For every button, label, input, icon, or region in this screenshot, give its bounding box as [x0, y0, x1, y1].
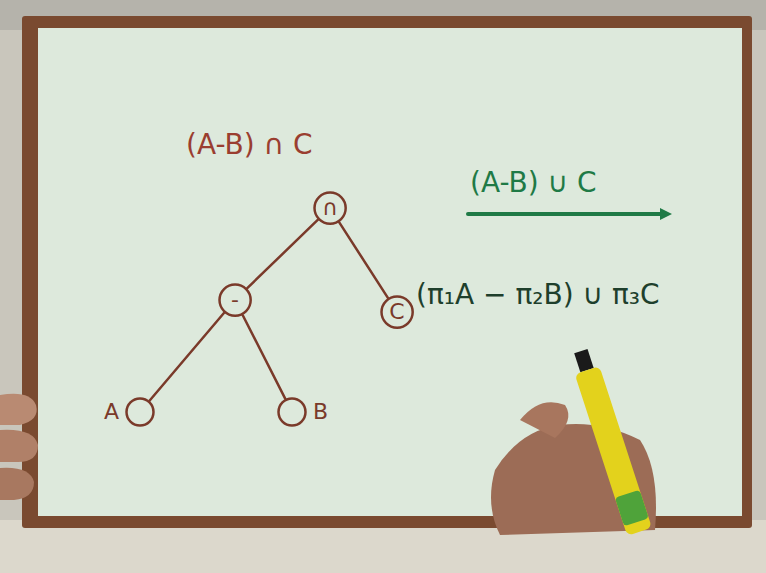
tree-node: C	[380, 295, 414, 329]
tree-branch	[339, 222, 387, 297]
node-outline	[314, 192, 345, 223]
node-label: B	[313, 400, 328, 424]
marker-body	[575, 366, 652, 536]
finger	[0, 468, 34, 500]
finger	[520, 402, 568, 438]
node-text-group: A	[104, 400, 119, 424]
tree-branch	[150, 313, 224, 401]
projection-expression: (π₁A − π₂B) ∪ π₃C	[416, 280, 660, 311]
node-text-group: ∩	[322, 196, 338, 220]
node-outline	[127, 399, 154, 426]
node-outline	[279, 399, 306, 426]
diagram-title: (A-B) ∩ C	[186, 130, 313, 161]
node-label: C	[389, 300, 404, 324]
marker-cap	[615, 490, 649, 527]
tree-node: B	[277, 397, 328, 427]
node-label: ∩	[322, 196, 338, 220]
arrow-head	[660, 208, 672, 220]
underline-arrow	[468, 212, 664, 216]
marker-tip	[574, 349, 593, 372]
tree-branch	[247, 220, 317, 288]
tree-node: A	[104, 397, 155, 427]
finger	[0, 430, 38, 462]
node-text-group: C	[389, 300, 404, 324]
green-expression: (A-B) ∪ C	[470, 168, 597, 199]
node-label: -	[231, 288, 239, 312]
finger	[0, 394, 37, 425]
node-circle	[125, 397, 155, 427]
node-circle	[277, 397, 307, 427]
node-text-group: -	[231, 288, 239, 312]
node-text-group: B	[313, 400, 328, 424]
node-label: A	[104, 400, 119, 424]
node-outline	[219, 284, 250, 315]
marker-pen	[568, 347, 651, 536]
tree-branch	[243, 315, 285, 398]
node-outline	[381, 296, 412, 327]
tree-node: ∩	[313, 191, 347, 225]
tree-node: -	[218, 283, 252, 317]
